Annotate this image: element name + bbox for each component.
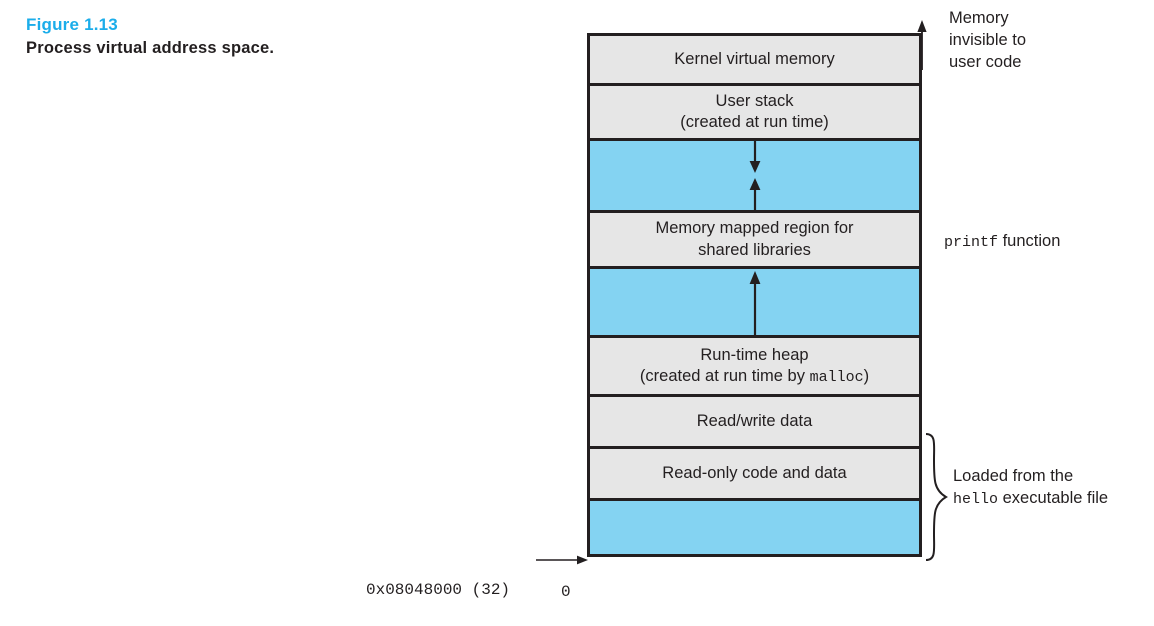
printf-function-annotation: printf function bbox=[944, 231, 1060, 253]
block-read-only-code-and-data: Read-only code and data bbox=[590, 449, 919, 501]
virtual-address-space-column: Kernel virtual memory User stack (create… bbox=[587, 33, 922, 557]
memory-invisible-annotation: Memory invisible to user code bbox=[949, 8, 1139, 74]
malloc-mono-text: malloc bbox=[809, 368, 864, 386]
block-label-kernel-virtual-memory: Kernel virtual memory bbox=[674, 49, 835, 68]
block-label-read-only-code-and-data: Read-only code and data bbox=[662, 463, 847, 482]
stack-grow-down-arrow-icon bbox=[749, 141, 760, 173]
block-label-read-write-data: Read/write data bbox=[696, 411, 813, 430]
page-title: Process virtual address space. bbox=[26, 39, 275, 58]
block-heap-gap bbox=[590, 269, 919, 338]
memory-invisible-line-1: Memory bbox=[949, 9, 1009, 27]
block-read-write-data: Read/write data bbox=[590, 397, 919, 449]
printf-function-text: function bbox=[998, 232, 1061, 250]
block-sublabel-memory-mapped-region: shared libraries bbox=[698, 240, 811, 259]
block-user-stack: User stack (created at run time) bbox=[590, 86, 919, 141]
printf-mono-text: printf bbox=[944, 234, 999, 251]
loaded-line-2-tail: executable file bbox=[998, 488, 1109, 507]
heap-grow-up-arrow-icon bbox=[749, 271, 760, 335]
memory-invisible-line-3: user code bbox=[949, 52, 1022, 71]
block-label-user-stack: User stack bbox=[715, 91, 794, 110]
memory-invisible-line-2: invisible to bbox=[949, 30, 1027, 49]
stack-gap-up-arrow-icon bbox=[749, 178, 760, 210]
memory-invisible-up-arrow-icon bbox=[917, 20, 927, 70]
loaded-line-1: Loaded from the bbox=[953, 467, 1074, 485]
loaded-from-executable-brace-icon bbox=[925, 433, 948, 561]
heap-created-tail: ) bbox=[863, 366, 870, 385]
base-address-labels: 0x08048000 (32) 0x00400000 (64) bbox=[366, 533, 510, 626]
block-run-time-heap: Run-time heap (created at run time by ma… bbox=[590, 338, 919, 397]
block-stack-gap bbox=[590, 141, 919, 213]
loaded-line-2: hello executable file bbox=[953, 488, 1148, 510]
address-label-32bit: 0x08048000 (32) bbox=[366, 581, 511, 600]
block-sublabel-user-stack: (created at run time) bbox=[680, 113, 829, 131]
block-label-memory-mapped-region: Memory mapped region for bbox=[655, 219, 854, 238]
base-address-pointer-arrow-icon bbox=[536, 555, 588, 565]
hello-mono-text: hello bbox=[953, 490, 999, 508]
loaded-from-executable-annotation: Loaded from the hello executable file bbox=[953, 466, 1148, 510]
address-label-zero: 0 bbox=[561, 583, 571, 601]
figure-number: Figure 1.13 bbox=[26, 15, 118, 34]
block-memory-mapped-region: Memory mapped region for shared librarie… bbox=[590, 213, 919, 269]
block-label-run-time-heap: Run-time heap bbox=[700, 345, 809, 364]
block-kernel-virtual-memory: Kernel virtual memory bbox=[590, 36, 919, 86]
block-sublabel-run-time-heap: (created at run time by malloc) bbox=[640, 366, 869, 387]
figure-caption: Figure 1.13 Process virtual address spac… bbox=[26, 14, 326, 60]
heap-created-text: (created at run time by bbox=[639, 366, 810, 385]
block-unmapped-low-memory bbox=[590, 501, 919, 554]
